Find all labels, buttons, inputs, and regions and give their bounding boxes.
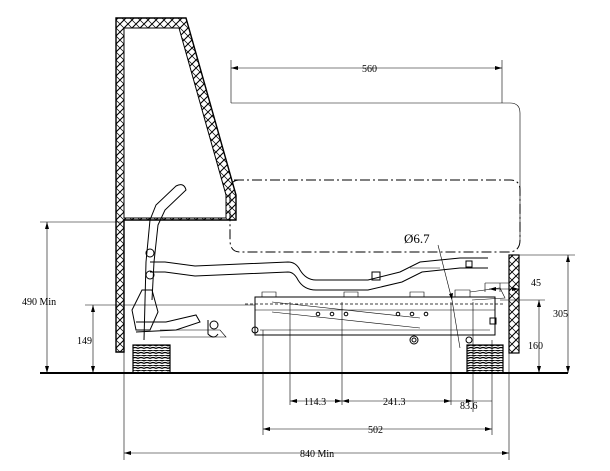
mechanism-linkage	[150, 257, 488, 291]
dim-114-label: 114.3	[304, 397, 326, 408]
sofa-front-panel	[508, 254, 520, 354]
dim-149-label: 149	[77, 336, 92, 347]
base-frame	[254, 282, 509, 349]
dim-502-label: 502	[368, 425, 383, 436]
seat-cushion	[229, 102, 521, 253]
dim-160-label: 160	[528, 341, 543, 352]
dim-241-label: 241.3	[383, 397, 406, 408]
dim-840-label: 840 Min	[300, 449, 334, 460]
dimension-labels: 560 Ø6.7 45 490 Min 149 305 160 114.3 24…	[22, 64, 568, 460]
dim-45-label: 45	[531, 278, 541, 289]
dim-305-label: 305	[553, 309, 568, 320]
dim-560-label: 560	[362, 64, 377, 75]
sofa-feet	[132, 344, 504, 374]
dimension-lines	[40, 60, 575, 460]
sofa-back-frame	[115, 17, 237, 353]
dim-83-label: 83.6	[460, 401, 478, 412]
dim-490-label: 490 Min	[22, 297, 56, 308]
dim-diameter-label: Ø6.7	[404, 231, 430, 246]
